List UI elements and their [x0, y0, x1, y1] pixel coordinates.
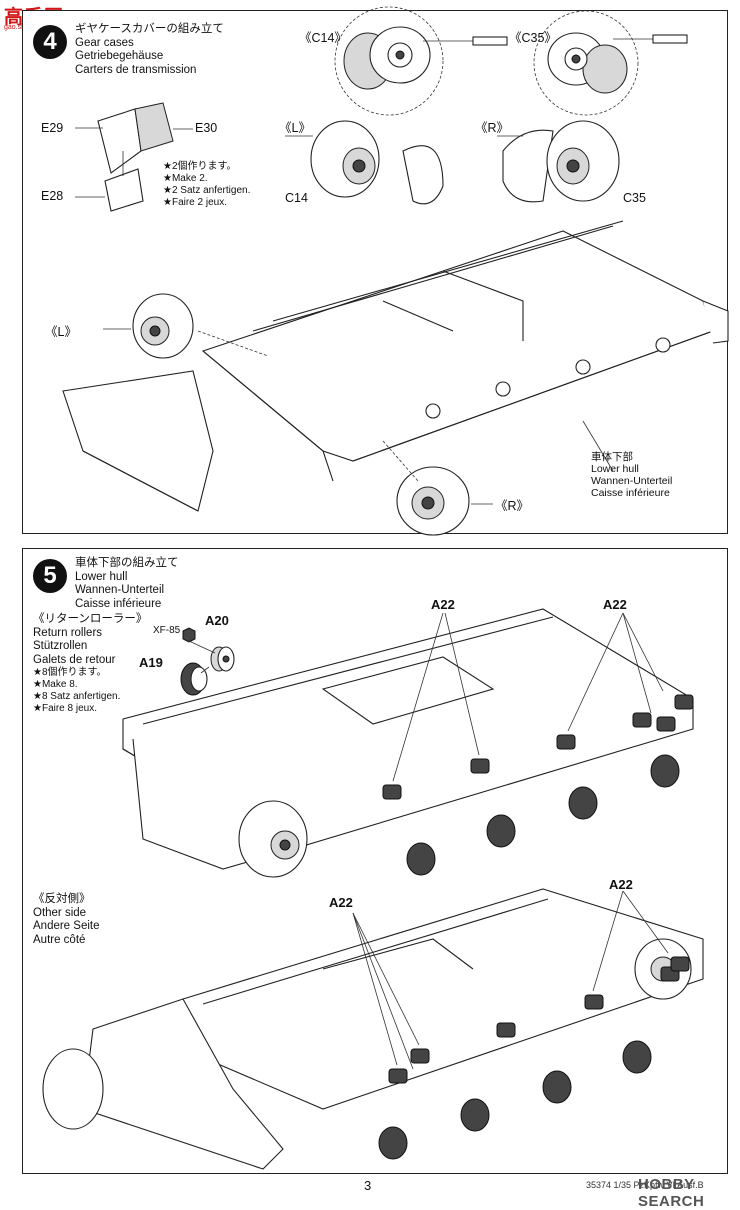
l-gear-case-closeup	[285, 120, 444, 205]
hull-en: Lower hull	[591, 463, 639, 475]
step-5-title: 車体下部の組み立て Lower hull Wannen-Unterteil Ca…	[75, 557, 179, 611]
rr-fr: Galets de retour	[33, 653, 116, 666]
title-en: Lower hull	[75, 570, 128, 583]
os-jp: 《反対側》	[33, 893, 91, 905]
step-4-illustration	[62, 6, 729, 536]
r-gear-case-closeup	[497, 120, 620, 203]
hull-fr: Caisse inférieure	[591, 487, 670, 499]
page-number: 3	[364, 1178, 372, 1193]
os-fr: Autre côté	[33, 933, 86, 946]
step-5-panel: 5 車体下部の組み立て Lower hull Wannen-Unterteil …	[22, 548, 728, 1174]
title-fr: Carters de transmission	[75, 63, 197, 76]
rr-de: Stützrollen	[33, 640, 88, 652]
part-e28-label: E28	[41, 189, 64, 203]
step-5-make-note: ★8個作ります。 ★Make 8. ★8 Satz anfertigen. ★F…	[33, 667, 120, 715]
note-fr: ★Faire 8 jeux.	[33, 703, 97, 714]
part-a19-label: A19	[139, 655, 163, 670]
title-jp: ギヤケースカバーの組み立て	[75, 23, 224, 35]
part-a22-label-4: A22	[609, 877, 633, 892]
step-5-number: 5	[33, 559, 67, 593]
title-de: Wannen-Unterteil	[75, 584, 165, 596]
return-roller-parts	[180, 627, 235, 696]
part-a22-label-3: A22	[329, 895, 353, 910]
os-en: Other side	[33, 906, 87, 919]
c35-gear-case-drawing	[533, 10, 688, 116]
lower-hull-drawing	[62, 220, 729, 536]
part-e30-label: E30	[195, 121, 218, 135]
e-parts-drawing	[75, 102, 193, 212]
lower-hull-other-side-drawing	[42, 888, 704, 1170]
view-c35-label: 《C35》	[509, 31, 557, 45]
lower-hull-upper-drawing	[122, 608, 694, 878]
note-fr: ★Faire 2 jeux.	[163, 197, 227, 208]
hull-de: Wannen-Unterteil	[591, 475, 673, 487]
lower-hull-callout: 車体下部 Lower hull Wannen-Unterteil Caisse …	[591, 451, 672, 499]
other-side-heading: 《反対側》 Other side Andere Seite Autre côté	[33, 893, 100, 947]
right-side-label: 《R》	[495, 499, 530, 513]
view-r-label: 《R》	[475, 121, 510, 135]
return-roller-row-1	[382, 694, 694, 800]
c14-gear-case-drawing	[334, 6, 508, 116]
note-jp: ★2個作ります。	[163, 161, 237, 172]
hull-jp: 車体下部	[591, 451, 633, 463]
step-4-make-note: ★2個作ります。 ★Make 2. ★2 Satz anfertigen. ★F…	[163, 161, 250, 209]
note-de: ★2 Satz anfertigen.	[163, 185, 251, 196]
return-roller-row-2	[388, 956, 690, 1084]
title-fr: Caisse inférieure	[75, 597, 162, 610]
part-a22-label-1: A22	[431, 597, 455, 612]
part-a20-label: A20	[205, 613, 229, 628]
step-5-illustration	[42, 608, 704, 1170]
view-c14-label: 《C14》	[299, 31, 347, 45]
title-en: Gear cases	[75, 36, 134, 49]
rr-en: Return rollers	[33, 626, 103, 639]
note-en: ★Make 8.	[33, 679, 78, 690]
part-c14-label: C14	[285, 191, 308, 205]
rr-jp: 《リターンローラー》	[33, 613, 148, 625]
paint-xf85-label: XF-85	[153, 625, 181, 636]
part-e29-label: E29	[41, 121, 64, 135]
note-de: ★8 Satz anfertigen.	[33, 691, 121, 702]
os-de: Andere Seite	[33, 920, 100, 932]
view-l-label: 《L》	[279, 121, 311, 135]
return-rollers-heading: 《リターンローラー》 Return rollers Stützrollen Ga…	[33, 613, 147, 667]
left-side-label: 《L》	[45, 325, 77, 339]
watermark: HOBBY SEARCH	[638, 1176, 705, 1210]
road-wheel-row-1	[406, 754, 680, 876]
note-jp: ★8個作ります。	[33, 667, 107, 678]
kit-code: 35374 1/35 PzKpfw VI Ausf.B	[586, 1180, 704, 1190]
road-wheel-row-2	[378, 1040, 652, 1160]
step-4-title: ギヤケースカバーの組み立て Gear cases Getriebegehäuse…	[75, 23, 224, 77]
title-jp: 車体下部の組み立て	[75, 557, 179, 569]
part-c35-label: C35	[623, 191, 646, 205]
step-4-panel: 4 ギヤケースカバーの組み立て Gear cases Getriebegehäu…	[22, 6, 729, 536]
title-de: Getriebegehäuse	[75, 50, 164, 62]
step-4-number: 4	[33, 25, 67, 59]
note-en: ★Make 2.	[163, 173, 208, 184]
part-a22-label-2: A22	[603, 597, 627, 612]
